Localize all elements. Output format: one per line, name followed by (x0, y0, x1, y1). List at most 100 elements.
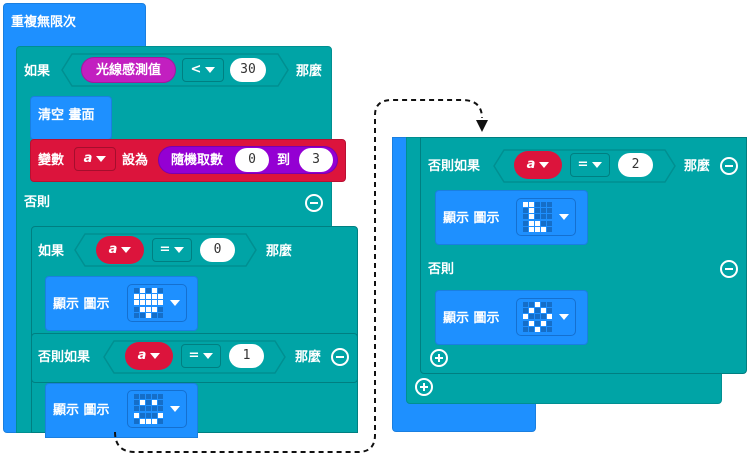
led-pixel (134, 394, 139, 399)
led-pixel (547, 202, 552, 207)
compare-operator-dropdown[interactable]: < (182, 58, 224, 82)
led-pixel (523, 302, 528, 307)
led-pixel (529, 220, 534, 226)
random-label: 隨機取數 (171, 153, 224, 168)
if-label: 如果 (24, 64, 51, 79)
variable-dropdown[interactable]: a (74, 147, 116, 171)
random-to-input[interactable]: 3 (299, 148, 333, 172)
led-pixel (541, 208, 546, 214)
var-a-reporter[interactable]: a (514, 151, 562, 179)
led-pixel (541, 214, 546, 220)
led-pixel (140, 412, 145, 418)
led-pixel (158, 300, 163, 306)
led-pixel (152, 312, 157, 318)
var-a-reporter[interactable]: a (96, 236, 144, 264)
led-pixel (547, 320, 552, 326)
remove-else-icon[interactable] (305, 194, 323, 212)
threshold-input[interactable]: 30 (230, 58, 266, 82)
led-pixel (535, 226, 540, 232)
var-a-name: a (137, 348, 147, 363)
led-pixel (529, 314, 534, 320)
led-pixel (152, 418, 157, 424)
led-pixel (547, 214, 552, 220)
led-pixel (523, 226, 528, 232)
set-label: 變數 (38, 153, 65, 168)
led-pixel (535, 202, 540, 207)
led-pixel (541, 202, 546, 207)
var-a-reporter[interactable]: a (125, 342, 173, 370)
inner-if-label: 如果 (38, 244, 65, 259)
else-if-then-label: 那麼 (684, 159, 711, 174)
remove-else-icon[interactable] (720, 260, 738, 278)
equals-op: = (188, 348, 200, 363)
led-pixel (134, 400, 139, 406)
led-pixel (523, 202, 528, 207)
led-pixel (152, 288, 157, 293)
led-pixel (547, 208, 552, 214)
led-pixel (158, 312, 163, 318)
led-pixel (535, 326, 540, 332)
led-pixel (146, 300, 151, 306)
compare-value-2[interactable]: 2 (618, 153, 653, 177)
led-pixel (541, 314, 546, 320)
icon-picker-shape[interactable] (516, 198, 576, 236)
dropdown-arrow-icon (170, 300, 180, 306)
random-from-input[interactable]: 0 (235, 148, 269, 172)
led-pixel (547, 226, 552, 232)
dropdown-arrow-icon (559, 314, 569, 320)
heart-icon (134, 288, 164, 318)
led-pixel (523, 314, 528, 320)
diamond-icon (523, 302, 553, 332)
light-level-reporter[interactable]: 光線感測值 (81, 57, 176, 83)
dropdown-arrow-icon (592, 161, 603, 168)
led-pixel (523, 326, 528, 332)
equals-dropdown[interactable]: = (152, 238, 192, 262)
icon-picker-diamond[interactable] (516, 298, 576, 336)
else-if-then-label: 那麼 (295, 350, 322, 365)
show-icon-label: 顯示 圖示 (443, 311, 500, 326)
dropdown-arrow-icon (203, 352, 214, 359)
led-pixel (152, 394, 157, 399)
compare-value-1[interactable]: 1 (229, 344, 264, 368)
led-pixel (529, 308, 534, 314)
remove-else-if-icon[interactable] (331, 348, 349, 366)
led-pixel (158, 418, 163, 424)
led-pixel (140, 300, 145, 306)
led-pixel (535, 220, 540, 226)
led-pixel (547, 302, 552, 307)
icon-picker-smile[interactable] (127, 390, 187, 428)
led-pixel (140, 394, 145, 399)
equals-dropdown[interactable]: = (181, 344, 221, 368)
dropdown-arrow-icon (170, 406, 180, 412)
led-pixel (523, 308, 528, 314)
led-pixel (523, 320, 528, 326)
led-pixel (134, 294, 139, 300)
led-pixel (541, 220, 546, 226)
led-pixel (134, 300, 139, 306)
condition-hex (60, 52, 290, 87)
dropdown-arrow-icon (150, 352, 161, 359)
led-pixel (152, 300, 157, 306)
add-else-if-icon[interactable] (430, 349, 448, 367)
compare-value-0[interactable]: 0 (200, 238, 235, 262)
remove-else-if-icon[interactable] (720, 157, 738, 175)
equals-op: = (159, 242, 171, 257)
led-pixel (134, 418, 139, 424)
led-pixel (523, 220, 528, 226)
dropdown-arrow-icon (559, 214, 569, 220)
led-pixel (158, 306, 163, 312)
led-pixel (541, 320, 546, 326)
led-pixel (134, 406, 139, 412)
icon-picker-heart[interactable] (127, 284, 187, 322)
equals-dropdown[interactable]: = (570, 153, 610, 177)
else-if-label: 否則如果 (38, 350, 91, 365)
led-pixel (541, 308, 546, 314)
add-else-icon[interactable] (415, 378, 433, 396)
led-pixel (140, 312, 145, 318)
led-pixel (134, 288, 139, 293)
led-pixel (146, 400, 151, 406)
led-pixel (134, 306, 139, 312)
dropdown-arrow-icon (121, 246, 132, 253)
led-pixel (158, 412, 163, 418)
led-pixel (529, 302, 534, 307)
